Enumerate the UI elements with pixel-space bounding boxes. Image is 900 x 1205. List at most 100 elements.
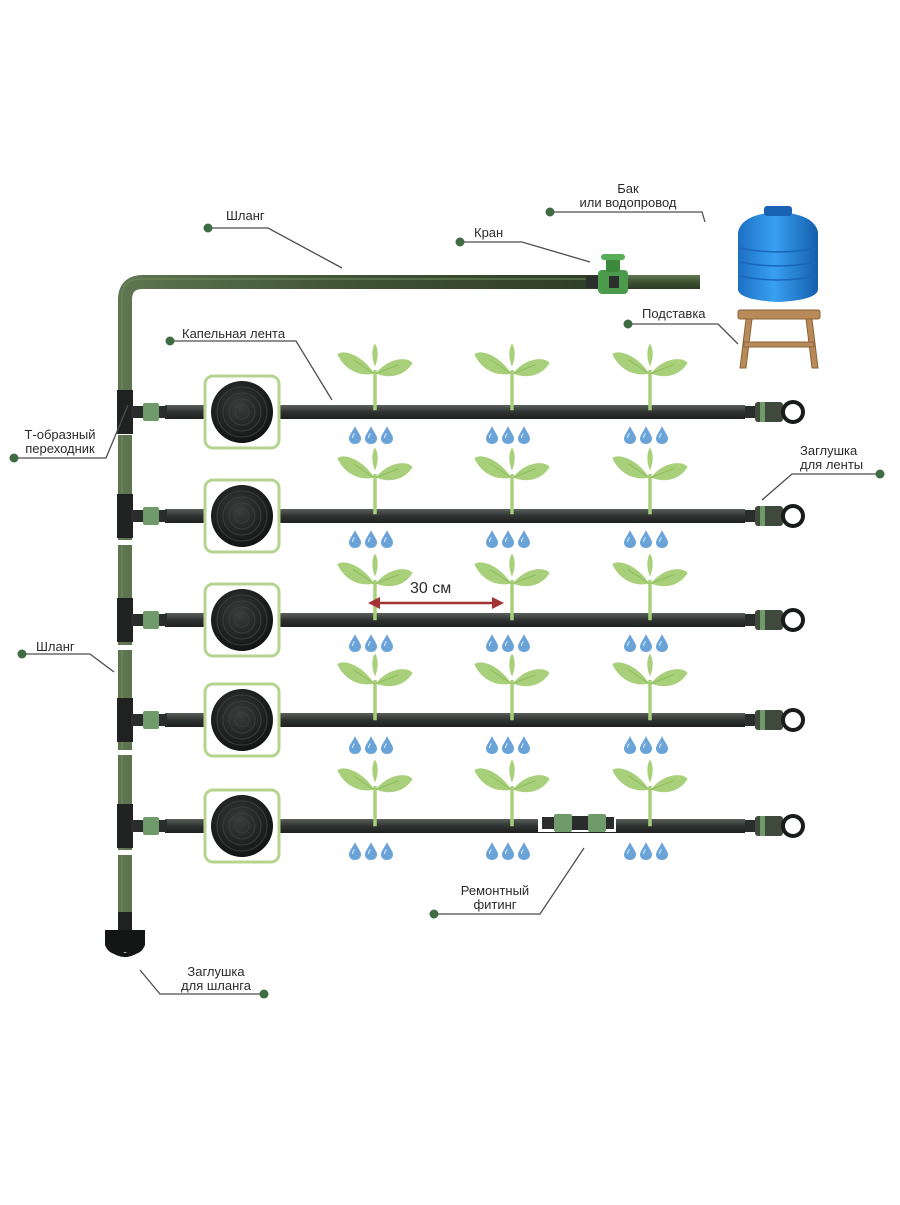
reel-icon xyxy=(203,374,281,450)
tee-adapter-icon xyxy=(117,598,167,642)
water-drop-icon xyxy=(348,529,362,549)
hose-to-tank xyxy=(628,275,700,289)
plant-icon xyxy=(610,757,690,829)
water-drop-icon xyxy=(623,633,637,653)
water-drop-icon xyxy=(639,633,653,653)
water-drop-icon xyxy=(380,735,394,755)
reel-icon xyxy=(203,582,281,658)
water-drop-icon xyxy=(655,425,669,445)
plant-icon xyxy=(610,651,690,723)
label-tape-plug-line2: для ленты xyxy=(800,457,864,472)
drip-tape xyxy=(165,405,745,419)
water-drop-icon xyxy=(623,529,637,549)
label-repair-line2: фитинг xyxy=(473,897,517,912)
label-valve: Кран xyxy=(474,225,504,240)
water-drop-icon xyxy=(364,633,378,653)
end-plug-icon xyxy=(745,504,805,528)
label-hose-left: Шланг xyxy=(36,639,75,654)
callout-dots xyxy=(9,207,885,999)
water-drop-icon xyxy=(348,841,362,861)
reel-icon xyxy=(203,478,281,554)
spacing-dimension xyxy=(368,597,504,609)
water-drop-icon xyxy=(501,841,515,861)
label-spacing: 30 см xyxy=(410,580,452,597)
label-drip-tape: Капельная лента xyxy=(182,326,286,341)
water-drop-icon xyxy=(348,633,362,653)
plant-icon xyxy=(472,551,552,623)
plant-icon xyxy=(472,651,552,723)
label-repair-line1: Ремонтный xyxy=(460,883,530,898)
tee-adapter-icon xyxy=(117,698,167,742)
water-drop-icon xyxy=(517,529,531,549)
end-plug-icon xyxy=(745,608,805,632)
callout-lines xyxy=(14,211,880,995)
water-drop-icon xyxy=(364,735,378,755)
water-drop-icon xyxy=(639,735,653,755)
water-drop-icon xyxy=(655,529,669,549)
water-drop-icon xyxy=(380,529,394,549)
tee-adapter-icon xyxy=(117,494,167,538)
drip-rows xyxy=(117,374,805,864)
label-tee-line2: переходник xyxy=(25,441,95,456)
label-hose-top: Шланг xyxy=(226,208,265,223)
water-drop-icon xyxy=(501,425,515,445)
water-drop-icon xyxy=(485,735,499,755)
water-drop-icon xyxy=(623,735,637,755)
water-drop-icon xyxy=(380,841,394,861)
water-drop-icon xyxy=(348,735,362,755)
valve-icon xyxy=(586,254,628,294)
hose-end-plug-icon xyxy=(105,912,145,957)
plant-icon xyxy=(610,551,690,623)
water-drop-icon xyxy=(364,529,378,549)
water-drop-icon xyxy=(485,529,499,549)
water-drop-icon xyxy=(517,841,531,861)
water-drop-icon xyxy=(623,841,637,861)
water-drop-icon xyxy=(348,425,362,445)
water-drop-icon xyxy=(380,633,394,653)
label-hose-plug-line2: для шланга xyxy=(181,978,251,993)
water-drop-icon xyxy=(501,529,515,549)
drip-row xyxy=(117,582,805,658)
label-tank-line1: Бак xyxy=(617,181,639,196)
repair-fitting-icon xyxy=(538,812,616,832)
plant-icon xyxy=(335,341,415,413)
water-drop-icon xyxy=(639,529,653,549)
water-drop-icon xyxy=(364,425,378,445)
label-hose-plug: Заглушка для шланга xyxy=(166,965,266,993)
drip-row xyxy=(117,374,805,450)
water-drop-icon xyxy=(639,841,653,861)
drip-tape xyxy=(165,713,745,727)
reel-icon xyxy=(203,788,281,864)
water-drop-icon xyxy=(501,735,515,755)
water-drop-icon xyxy=(517,425,531,445)
drip-tape xyxy=(165,613,745,627)
plant-icon xyxy=(610,341,690,413)
label-repair-fitting: Ремонтный фитинг xyxy=(440,884,550,912)
label-hose-plug-line1: Заглушка xyxy=(187,964,245,979)
drip-row xyxy=(117,788,805,864)
water-tank-icon xyxy=(738,206,818,302)
label-stand: Подставка xyxy=(642,306,706,321)
water-drop-icon xyxy=(380,425,394,445)
water-drop-icon xyxy=(639,425,653,445)
label-tape-plug-line1: Заглушка xyxy=(800,443,858,458)
water-drop-icon xyxy=(485,425,499,445)
drip-row xyxy=(117,478,805,554)
plant-icon xyxy=(472,445,552,517)
label-tape-plug: Заглушка для ленты xyxy=(800,444,863,472)
plant-icon xyxy=(335,757,415,829)
water-drop-icon xyxy=(485,841,499,861)
label-tank-line2: или водопровод xyxy=(579,195,677,210)
plant-icon xyxy=(472,341,552,413)
reel-icon xyxy=(203,682,281,758)
water-drop-icon xyxy=(485,633,499,653)
label-tank: Бак или водопровод xyxy=(568,182,688,210)
water-drop-icon xyxy=(517,735,531,755)
water-drop-icon xyxy=(655,633,669,653)
water-drop-icon xyxy=(517,633,531,653)
drip-tape xyxy=(165,509,745,523)
end-plug-icon xyxy=(745,814,805,838)
plant-icon xyxy=(335,445,415,517)
water-drop-icon xyxy=(655,841,669,861)
